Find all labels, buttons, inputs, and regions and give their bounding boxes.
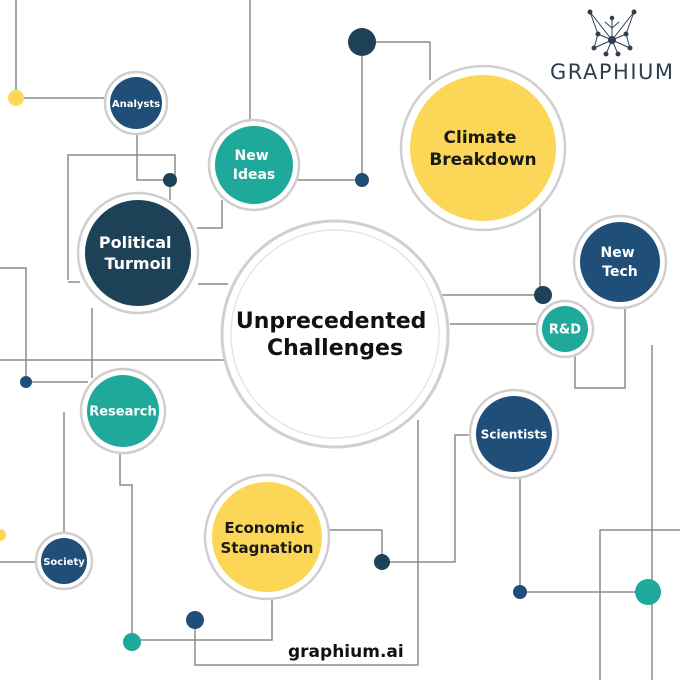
new-tech-line-2: Tech [602,264,637,280]
navy-dot [513,585,527,599]
research-label: Research [89,405,157,420]
navy-dot [348,28,376,56]
new-tech-label: New Tech [600,245,639,280]
climate-line-2: Breakdown [429,150,536,170]
navy-dot [355,173,369,187]
new-ideas-line-1: New [234,148,268,164]
navy-dot [163,173,177,187]
political-label: Political Turmoil [99,233,177,273]
center-line-1: Unprecedented [236,309,427,334]
node-new-ideas: New Ideas [207,118,301,212]
economic-label: Economic Stagnation [221,519,314,557]
node-scientists: Scientists [468,388,560,480]
climate-line-1: Climate [444,128,517,148]
navy-dot [20,376,32,388]
rnd-label: R&D [549,323,581,338]
climate-label: Climate Breakdown [429,128,536,170]
connector [197,200,223,229]
connector [67,154,176,280]
analysts-label: Analysts [112,99,160,110]
economic-line-1: Economic [224,519,304,537]
new-ideas-line-2: Ideas [233,167,276,183]
navy-dot [186,611,204,629]
connector [574,305,626,389]
economic-line-2: Stagnation [221,539,314,557]
new-tech-line-1: New [600,245,634,261]
center-line-2: Challenges [267,336,403,361]
yellow-dot [0,529,6,541]
node-climate-breakdown: Climate Breakdown [399,64,567,232]
connector [15,0,112,99]
node-analysts: Analysts [103,70,169,136]
society-label: Society [43,557,85,568]
political-line-1: Political [99,233,172,252]
brand-name: GRAPHIUM [550,60,675,84]
node-political-turmoil: Political Turmoil [76,191,200,315]
connector [320,434,475,563]
yellow-dot [8,90,24,106]
website-url: graphium.ai [288,642,404,662]
node-new-tech: New Tech [572,214,668,310]
teal-dot [635,579,661,605]
connector [119,452,133,640]
political-line-2: Turmoil [104,254,171,273]
connector [599,529,680,680]
connector [194,420,419,666]
connector [0,267,88,383]
connector [136,130,170,181]
navy-dot [374,554,390,570]
node-center: Unprecedented Challenges [220,219,450,449]
connector [519,470,640,593]
node-society: Society [34,531,94,591]
node-research: Research [79,367,167,455]
node-rnd: R&D [535,299,595,359]
teal-dot [123,633,141,651]
network-butterfly-icon [587,9,637,57]
connector-dots [0,28,661,651]
node-economic-stagnation: Economic Stagnation [203,473,331,601]
new-ideas-label: New Ideas [233,148,276,183]
scientists-label: Scientists [481,428,547,442]
navy-dot [534,286,552,304]
center-label: Unprecedented Challenges [236,309,434,361]
